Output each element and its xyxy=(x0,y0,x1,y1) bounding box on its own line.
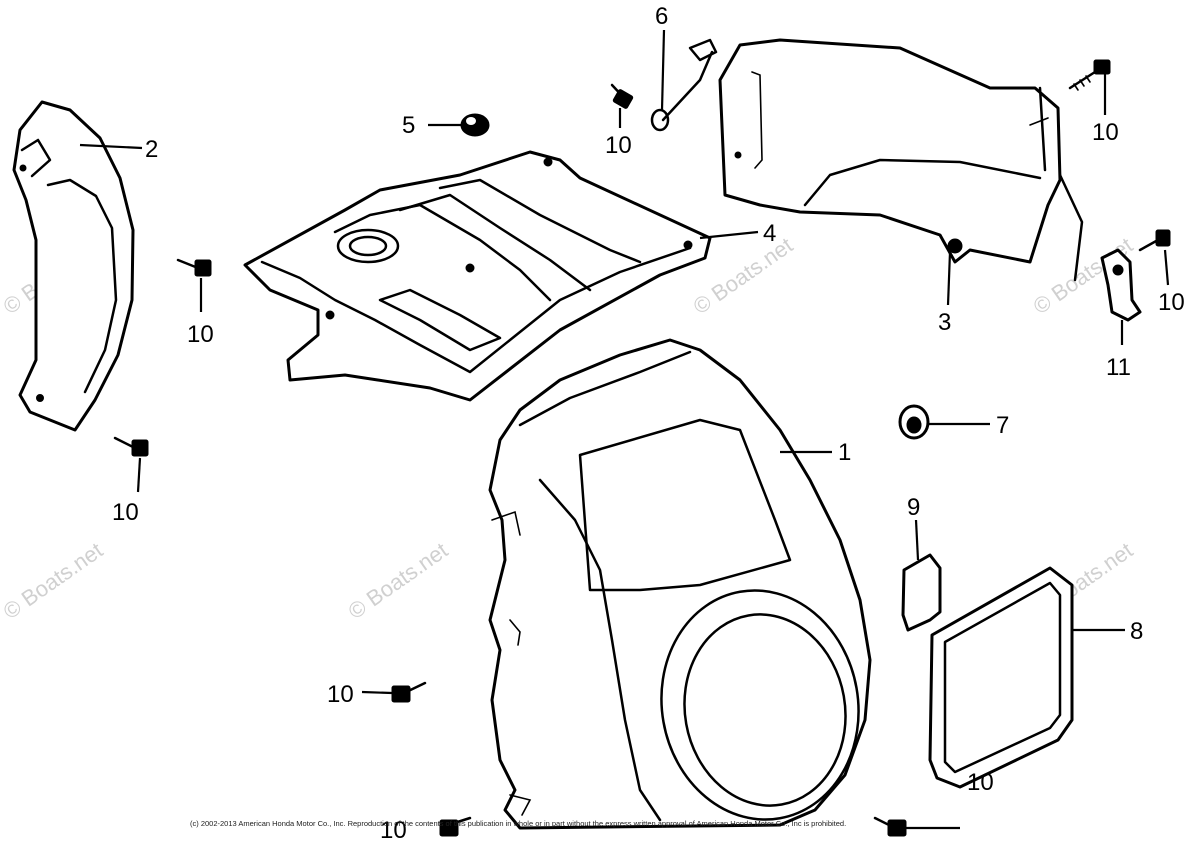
part-6-clip xyxy=(650,38,718,132)
callout-4: 4 xyxy=(763,220,776,247)
callout-10-bottom-left: 10 xyxy=(327,681,354,708)
callout-10-right-clamp: 10 xyxy=(1158,289,1185,316)
callout-5: 5 xyxy=(402,112,415,139)
callout-11: 11 xyxy=(1106,354,1131,381)
callout-10-bottom-center: 10 xyxy=(380,817,407,844)
part-2-side-shroud xyxy=(12,100,135,432)
part-7-grommet xyxy=(898,404,930,440)
part-1-fan-cover xyxy=(488,338,872,830)
bolt-left-mid xyxy=(176,258,212,277)
part-8-gasket xyxy=(928,566,1074,789)
bolt-right-clamp xyxy=(1138,229,1171,252)
callout-10-top-center: 10 xyxy=(605,132,632,159)
callout-10-bottom-right: 10 xyxy=(967,769,994,796)
watermark: © Boats.net xyxy=(344,537,453,624)
callouts: 1 2 3 4 5 6 7 8 9 10 10 10 10 10 10 10 1… xyxy=(112,3,1185,844)
part-11-clamp xyxy=(1058,173,1142,322)
bolts xyxy=(113,59,1171,837)
callout-1: 1 xyxy=(838,439,851,466)
callout-2: 2 xyxy=(145,136,158,163)
callout-10-left-low: 10 xyxy=(112,499,139,526)
copyright-notice: (c) 2002-2013 American Honda Motor Co., … xyxy=(190,819,846,828)
callout-3: 3 xyxy=(938,309,951,336)
bolt-bottom-left xyxy=(391,681,427,703)
part-3-guard-plate xyxy=(718,38,1062,264)
callout-8: 8 xyxy=(1130,618,1143,645)
part-9-plate xyxy=(901,553,942,632)
part-5-plug xyxy=(460,113,490,137)
callout-9: 9 xyxy=(907,494,920,521)
watermark: © Boats.net xyxy=(0,537,107,624)
bolt-bottom-center xyxy=(439,816,472,837)
callout-7: 7 xyxy=(996,412,1009,439)
bolt-top-center xyxy=(610,83,634,109)
callout-6: 6 xyxy=(655,3,668,30)
callout-10-top-right: 10 xyxy=(1092,119,1119,146)
bolt-bottom-right xyxy=(873,816,907,837)
callout-10-left-mid: 10 xyxy=(187,321,214,348)
bolt-top-right xyxy=(1068,59,1111,91)
part-4-top-plate xyxy=(243,150,712,402)
leader-lines xyxy=(79,29,1170,830)
bolt-left-low xyxy=(113,436,149,457)
